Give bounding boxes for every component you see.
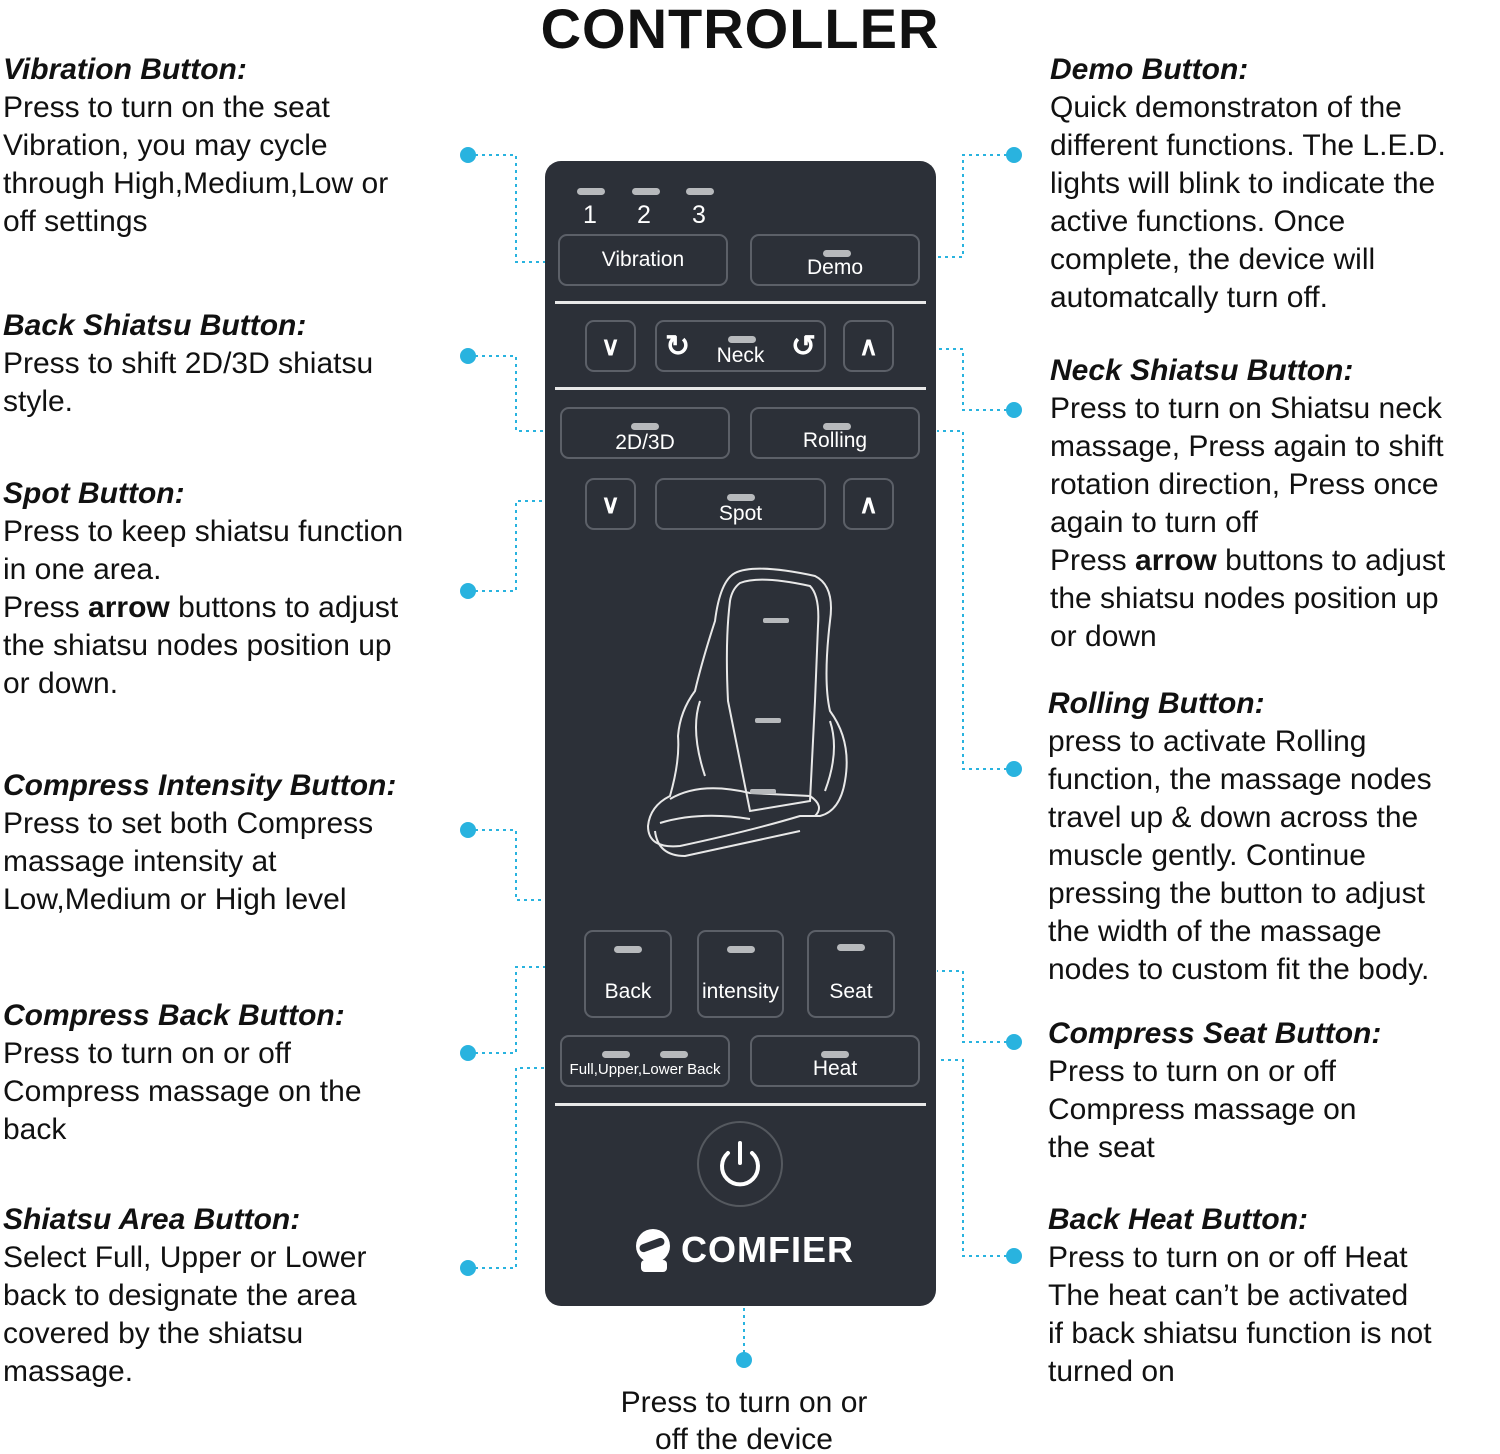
- connector-spot: [468, 500, 545, 592]
- demo-button[interactable]: Demo: [750, 234, 920, 286]
- connector-demo: [937, 154, 1014, 258]
- mascot-icon: [636, 1229, 670, 1272]
- vibration-description: Vibration Button: Press to turn on the s…: [3, 53, 389, 238]
- rotate-ccw-icon: ↻: [665, 330, 691, 363]
- neck-led: [728, 336, 756, 343]
- area-label: Full,Upper,Lower Back: [569, 1061, 721, 1078]
- level-led-1: [577, 188, 605, 195]
- spot-description: Spot Button: Press to keep shiatsu funct…: [3, 477, 404, 700]
- 2d3d-label: 2D/3D: [615, 431, 675, 454]
- level-3: 3: [692, 201, 706, 229]
- brand-name: COMFIER: [681, 1229, 854, 1270]
- divider: [555, 301, 926, 304]
- dot: [460, 1045, 476, 1061]
- back-led: [614, 946, 642, 953]
- heat-button[interactable]: Heat: [750, 1035, 920, 1087]
- rolling-description: Rolling Button: press to activate Rollin…: [1048, 687, 1432, 986]
- chevron-down-icon: ∨: [600, 489, 621, 519]
- seat-label: Seat: [829, 980, 873, 1003]
- massage-seat-icon: [646, 567, 848, 858]
- neck-down-button[interactable]: ∨: [585, 320, 636, 372]
- connector-area: [468, 1067, 545, 1269]
- intensity-button[interactable]: intensity: [697, 930, 784, 1018]
- rolling-button[interactable]: Rolling: [750, 407, 920, 459]
- dot: [460, 348, 476, 364]
- power-icon: [720, 1141, 760, 1187]
- rolling-label: Rolling: [802, 429, 868, 452]
- dot: [1006, 402, 1022, 418]
- back-shiatsu-description: Back Shiatsu Button: Press to shift 2D/3…: [3, 309, 374, 418]
- level-led-2: [632, 188, 660, 195]
- area-led-2: [660, 1051, 688, 1058]
- spot-led: [727, 494, 755, 501]
- divider: [555, 387, 926, 390]
- heat-description: Back Heat Button: Press to turn on or of…: [1048, 1203, 1432, 1388]
- level-1: 1: [583, 201, 597, 229]
- compress-back-button[interactable]: Back: [584, 930, 672, 1018]
- remote-controller: 1 2 3 Vibration Demo ∨ ↻ Neck ↺ ∧ 2D/3D …: [545, 161, 936, 1306]
- demo-led: [823, 250, 851, 257]
- shiatsu-area-button[interactable]: Full,Upper,Lower Back: [560, 1035, 730, 1087]
- dot: [1006, 1248, 1022, 1264]
- compress-seat-button[interactable]: Seat: [807, 930, 895, 1018]
- dot: [460, 583, 476, 599]
- divider: [555, 1103, 926, 1106]
- level-led-3: [686, 188, 714, 195]
- spot-down-button[interactable]: ∨: [585, 478, 636, 530]
- connector-vibration: [468, 154, 545, 263]
- area-led-1: [602, 1051, 630, 1058]
- vibration-button[interactable]: Vibration: [558, 234, 728, 286]
- connector-back-shiatsu: [468, 355, 545, 432]
- spot-up-button[interactable]: ∧: [843, 478, 894, 530]
- intensity-description: Compress Intensity Button: Press to set …: [3, 769, 397, 916]
- compress-seat-description: Compress Seat Button: Press to turn on o…: [1048, 1017, 1382, 1164]
- chevron-up-icon: ∧: [858, 331, 879, 361]
- heat-label: Heat: [812, 1057, 858, 1080]
- vibration-label: Vibration: [601, 248, 685, 271]
- intensity-led: [727, 946, 755, 953]
- brand-logo: COMFIER: [633, 1226, 854, 1274]
- area-description: Shiatsu Area Button: Select Full, Upper …: [3, 1203, 367, 1388]
- rotate-cw-icon: ↺: [790, 330, 816, 363]
- dot: [736, 1352, 752, 1368]
- spot-button[interactable]: Spot: [655, 478, 826, 530]
- seat-led: [837, 944, 865, 951]
- page-title: CONTROLLER: [540, 0, 940, 60]
- dot: [1006, 147, 1022, 163]
- connector-rolling: [937, 430, 1014, 770]
- dot: [460, 147, 476, 163]
- connector-heat: [937, 1059, 1014, 1257]
- power-button[interactable]: [697, 1121, 783, 1207]
- intensity-label: intensity: [701, 980, 780, 1003]
- level-2: 2: [637, 201, 651, 229]
- dot: [460, 822, 476, 838]
- heat-led: [821, 1051, 849, 1058]
- back-label: Back: [604, 980, 652, 1003]
- dot: [1006, 761, 1022, 777]
- neck-label: Neck: [716, 344, 765, 367]
- chevron-down-icon: ∨: [600, 331, 621, 361]
- dot: [1006, 1034, 1022, 1050]
- rolling-led: [823, 423, 851, 430]
- dot: [460, 1260, 476, 1276]
- connector-neck: [937, 348, 1014, 411]
- connector-seat: [937, 970, 1014, 1043]
- spot-label: Spot: [718, 502, 763, 525]
- connector-compress-back: [468, 966, 545, 1054]
- 2d3d-led: [631, 423, 659, 430]
- demo-label: Demo: [806, 256, 864, 279]
- neck-button[interactable]: ↻ Neck ↺: [655, 320, 826, 372]
- compress-back-description: Compress Back Button: Press to turn on o…: [3, 999, 362, 1146]
- neck-up-button[interactable]: ∧: [843, 320, 894, 372]
- chevron-up-icon: ∧: [858, 489, 879, 519]
- neck-description: Neck Shiatsu Button: Press to turn on Sh…: [1050, 354, 1446, 653]
- 2d3d-button[interactable]: 2D/3D: [560, 407, 730, 459]
